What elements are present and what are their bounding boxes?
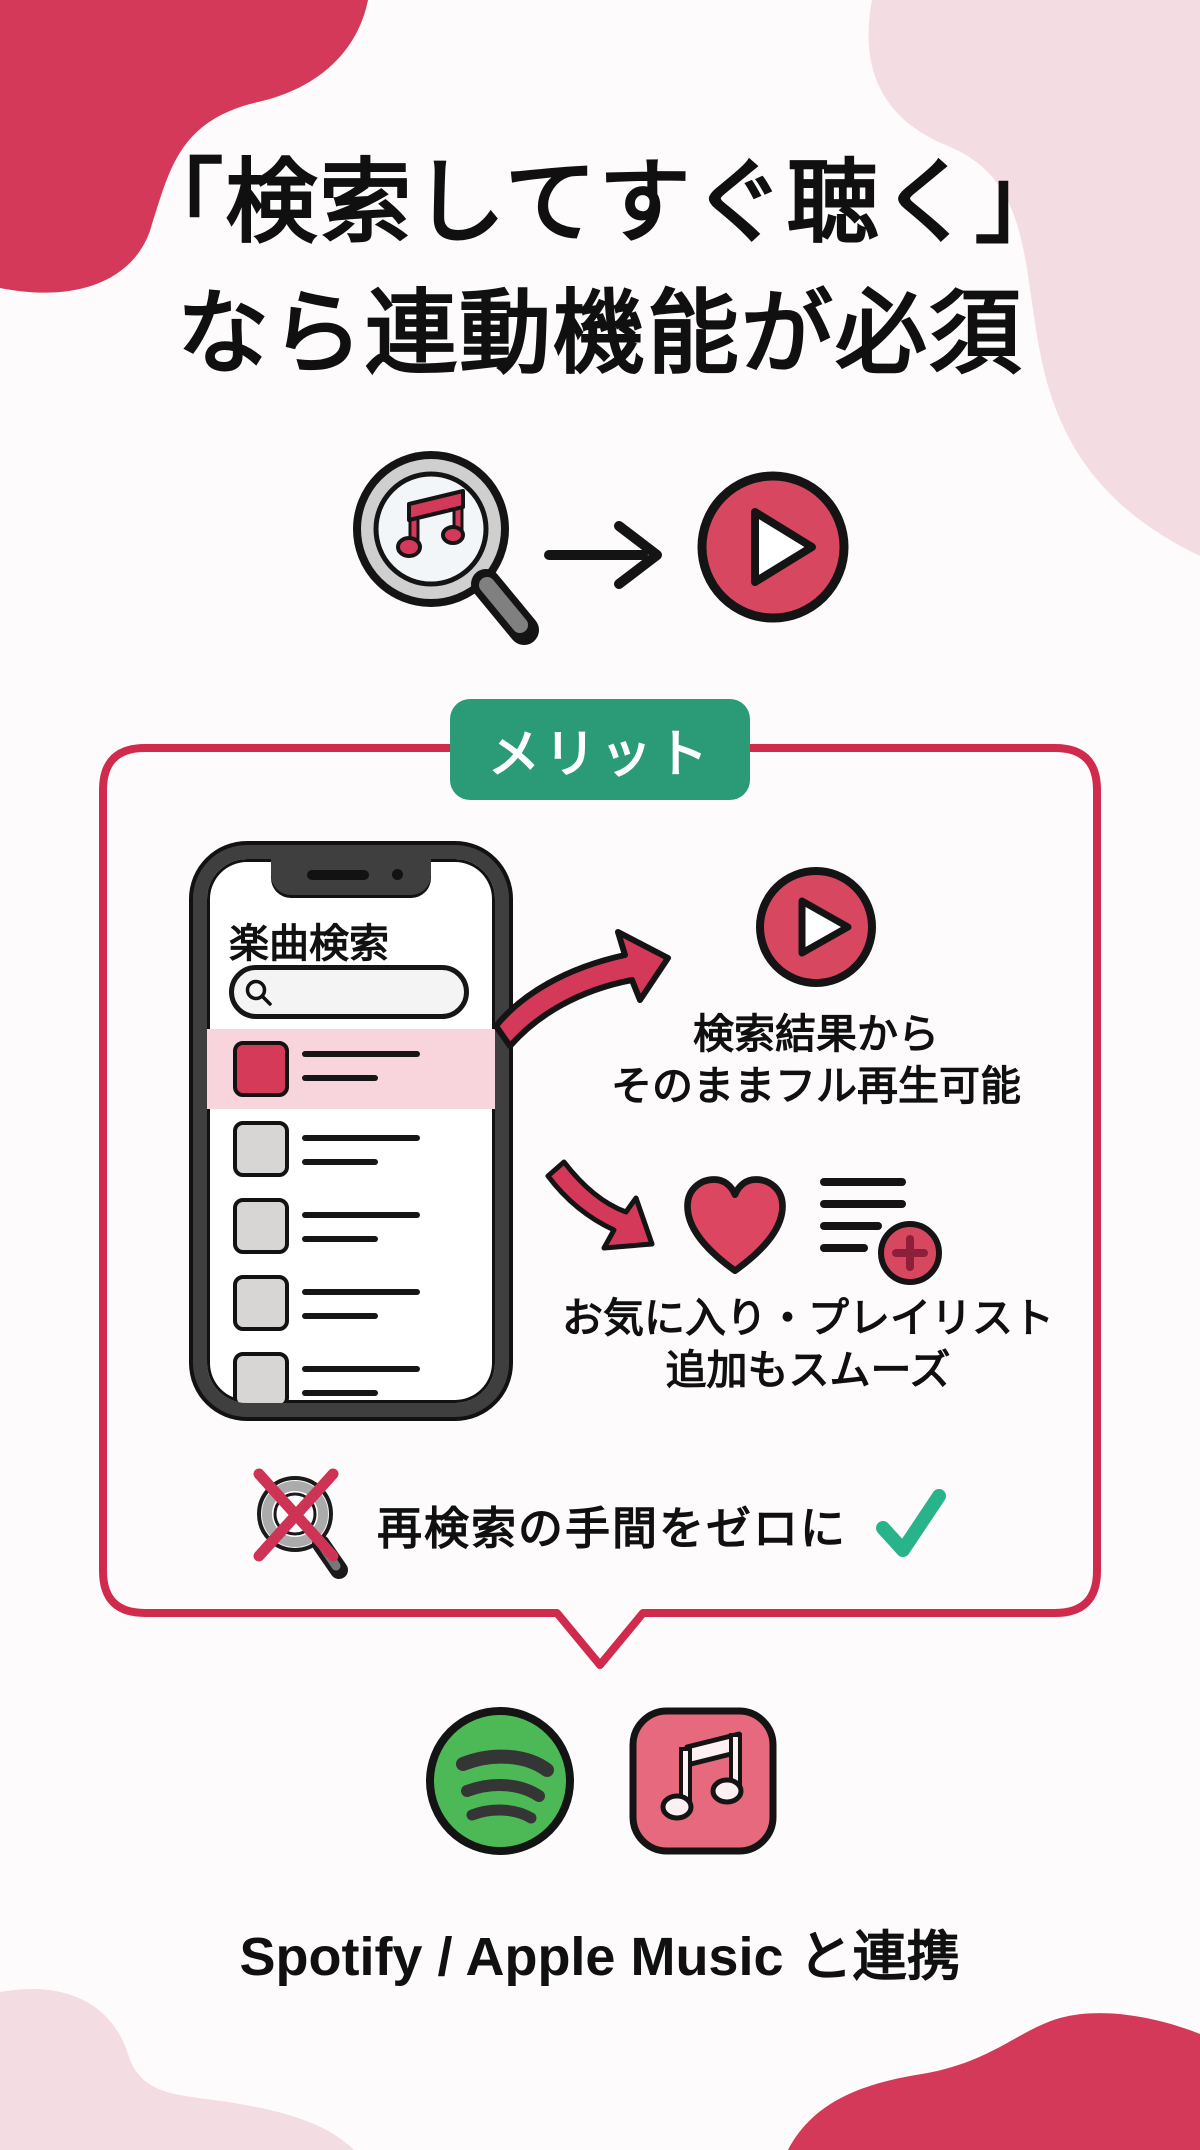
page-title-line2: なら連動機能が必須 bbox=[176, 282, 1023, 385]
benefit-1-line1: 検索結果から bbox=[693, 1011, 939, 1057]
benefit-1-text: 検索結果から そのままフル再生可能 bbox=[536, 1008, 1096, 1113]
blob-top-left bbox=[0, 0, 368, 293]
artist-line bbox=[302, 1159, 378, 1165]
result-row[interactable] bbox=[207, 1275, 495, 1355]
album-thumbnail bbox=[233, 1121, 289, 1177]
song-title-line bbox=[302, 1212, 420, 1218]
blob-top-right bbox=[868, 0, 1200, 556]
benefit-1-line2: そのままフル再生可能 bbox=[611, 1063, 1021, 1110]
page-title-line1: 「検索してすぐ聴く」 bbox=[131, 152, 1069, 254]
benefit-2-line2: 追加もスムーズ bbox=[665, 1347, 951, 1394]
heart-icon bbox=[684, 1176, 786, 1275]
curved-arrow-up-icon bbox=[493, 929, 671, 1049]
artist-line bbox=[302, 1236, 378, 1242]
blob-bottom-right bbox=[788, 2013, 1200, 2150]
phone-camera-dot bbox=[392, 869, 403, 880]
phone-notch bbox=[271, 859, 431, 895]
spotify-icon[interactable] bbox=[421, 1702, 579, 1860]
result-row[interactable] bbox=[207, 1352, 495, 1403]
result-row[interactable] bbox=[207, 1121, 495, 1201]
phone-illustration: 楽曲検索 bbox=[193, 845, 509, 1417]
search-icon bbox=[245, 979, 272, 1006]
phone-app-title: 楽曲検索 bbox=[229, 922, 389, 966]
song-title-line bbox=[302, 1051, 420, 1057]
curved-arrow-down-icon bbox=[545, 1159, 655, 1251]
artist-line bbox=[302, 1075, 378, 1081]
arrow-right-icon bbox=[544, 521, 662, 589]
artist-line bbox=[302, 1313, 378, 1319]
no-research-icon bbox=[253, 1468, 348, 1579]
merit-badge: メリット bbox=[449, 699, 751, 800]
album-thumbnail bbox=[233, 1198, 289, 1254]
page-title: 「検索してすぐ聴く」 なら連動機能が必須 bbox=[0, 138, 1200, 399]
play-icon bbox=[756, 867, 876, 987]
album-thumbnail bbox=[233, 1352, 289, 1403]
benefit-2-text: お気に入り・プレイリスト 追加もスムーズ bbox=[528, 1292, 1088, 1397]
music-search-icon bbox=[353, 451, 539, 645]
services-caption: Spotify / Apple Music と連携 bbox=[239, 1927, 961, 1987]
result-row[interactable] bbox=[207, 1198, 495, 1278]
album-thumbnail bbox=[233, 1275, 289, 1331]
search-input[interactable] bbox=[229, 965, 469, 1019]
song-title-line bbox=[302, 1135, 420, 1141]
check-icon bbox=[876, 1489, 946, 1557]
blob-bottom-left bbox=[0, 1988, 354, 2150]
result-row-highlighted[interactable] bbox=[207, 1029, 495, 1109]
artist-line bbox=[302, 1390, 378, 1396]
benefit-2-line1: お気に入り・プレイリスト bbox=[562, 1295, 1054, 1341]
song-title-line bbox=[302, 1366, 420, 1372]
phone-speaker-slot bbox=[307, 870, 369, 880]
zero-note-row: 再検索の手間をゼロに bbox=[103, 1458, 1097, 1590]
song-title-line bbox=[302, 1289, 420, 1295]
album-thumbnail bbox=[233, 1041, 289, 1097]
play-icon bbox=[697, 471, 849, 623]
services-row bbox=[0, 1702, 1200, 1860]
zero-note-label: 再検索の手間をゼロに bbox=[376, 1502, 847, 1554]
playlist-add-icon bbox=[820, 1178, 942, 1285]
apple-music-icon[interactable] bbox=[627, 1705, 779, 1857]
